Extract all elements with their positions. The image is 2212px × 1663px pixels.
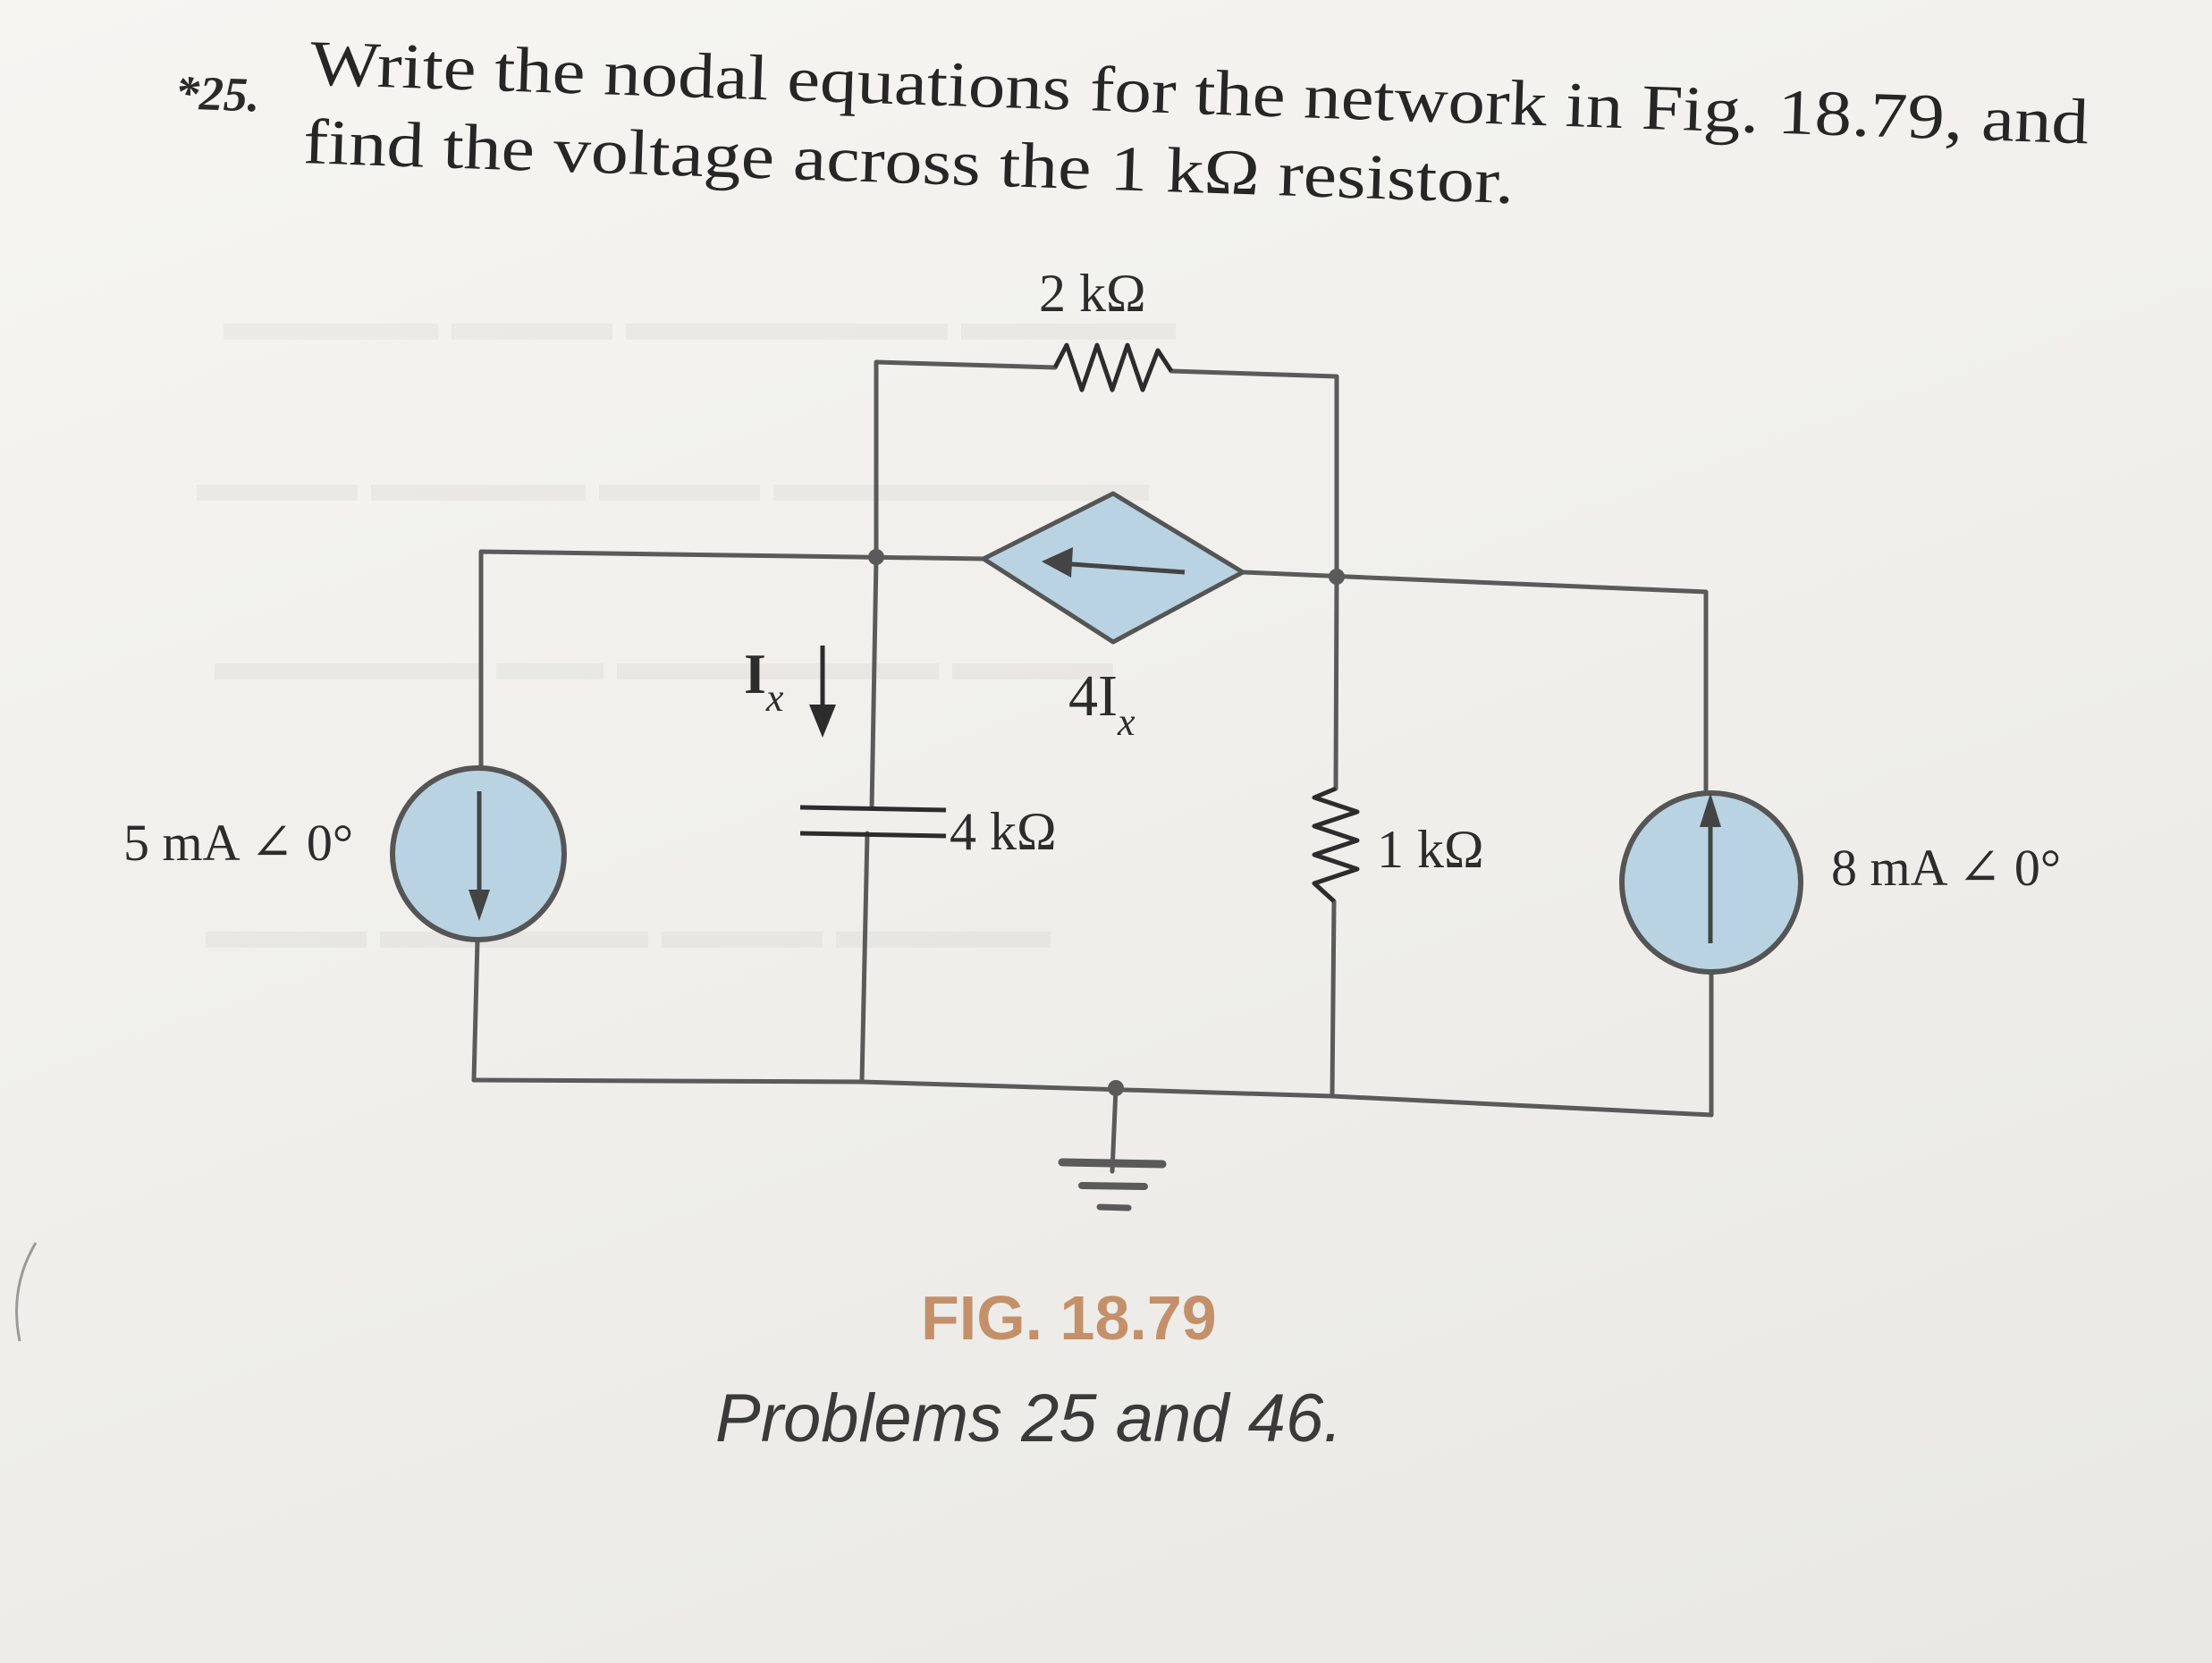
left-source-label: 5 mA ∠ 0° [123, 814, 353, 872]
svg-text:▬▬▬▬▬ ▬▬ ▬▬▬▬▬▬ ▬▬▬: ▬▬▬▬▬ ▬▬ ▬▬▬▬▬▬ ▬▬▬ [215, 632, 1113, 691]
ground-bar-1 [1058, 1158, 1167, 1169]
arrow-down-icon [809, 705, 836, 738]
branch-current-label: Ix [744, 642, 784, 720]
circuit-diagram: 2 kΩ 4Ix Ix 4 kΩ 1 kΩ 5 mA ∠ 0° [123, 264, 2061, 1211]
wire-cap-top [869, 556, 879, 811]
wire-top-rail-right [1240, 570, 1709, 863]
dependent-source-arrow-shaft [1059, 561, 1186, 575]
wire-top-loop-right [1169, 368, 1339, 579]
capacitor-symbol [799, 805, 947, 839]
page-edge-mark [15, 1242, 38, 1342]
problem-statement: *25. Write the nodal equations for the n… [174, 27, 2090, 217]
resistor-2k-symbol [1052, 342, 1174, 393]
caption-text: Problems 25 and 46. [715, 1380, 1342, 1456]
wire-bottom-rail [471, 1077, 1714, 1118]
wire-r1k-bottom [1330, 899, 1337, 1099]
junction-dot [1329, 569, 1345, 585]
ground-bar-3 [1096, 1203, 1132, 1211]
svg-text:▬▬▬ ▬▬▬▬▬ ▬▬▬ ▬▬▬▬: ▬▬▬ ▬▬▬▬▬ ▬▬▬ ▬▬▬▬ [206, 900, 1051, 959]
problem-number: *25. [174, 65, 260, 122]
wire-ground-lead [1110, 1085, 1119, 1174]
wire-cap-bottom [859, 831, 870, 1085]
resistor-1k-symbol [1312, 786, 1360, 903]
ground-icon [1058, 1158, 1167, 1211]
branch-current-subscript: x [765, 676, 784, 720]
branch-current-symbol: I [744, 642, 766, 705]
dependent-source-label: 4Ix [1068, 663, 1136, 744]
wire-top-loop-left [874, 359, 1058, 557]
dependent-source-arrow-left-icon [1042, 547, 1073, 578]
dependent-current-source [981, 491, 1245, 645]
capacitor-plate-bottom [799, 831, 947, 839]
wire-top-rail-left [478, 549, 986, 857]
resistor-1k-label: 1 kΩ [1377, 820, 1484, 879]
svg-text:▬▬▬ ▬▬▬▬ ▬▬▬ ▬▬▬▬▬▬▬: ▬▬▬ ▬▬▬▬ ▬▬▬ ▬▬▬▬▬▬▬ [197, 453, 1149, 512]
right-source-label: 8 mA ∠ 0° [1831, 839, 2061, 897]
capacitor-label: 4 kΩ [950, 802, 1057, 861]
right-current-source [1619, 790, 1803, 975]
arrow-up-icon [1700, 793, 1721, 827]
caption-figure-number: FIG. 18.79 [921, 1283, 1217, 1353]
capacitor-plate-top [799, 805, 947, 813]
wire-r1k-top [1333, 574, 1339, 791]
junction-dot [868, 549, 884, 565]
dependent-source-coefficient: 4I [1068, 663, 1118, 729]
junction-dot [1108, 1080, 1124, 1096]
svg-text:▬▬▬▬ ▬▬▬ ▬▬▬▬▬▬ ▬▬▬▬: ▬▬▬▬ ▬▬▬ ▬▬▬▬▬▬ ▬▬▬▬ [224, 292, 1176, 351]
arrow-down-icon [469, 890, 490, 921]
dependent-source-subscript: x [1117, 700, 1136, 744]
left-current-source [390, 765, 567, 942]
figure-caption: FIG. 18.79 Problems 25 and 46. [715, 1283, 1342, 1456]
resistor-2k-label: 2 kΩ [1039, 264, 1146, 323]
junction-dots [868, 549, 1345, 1096]
bleed-through-texture: ▬▬▬▬ ▬▬▬ ▬▬▬▬▬▬ ▬▬▬▬ ▬▬▬ ▬▬▬▬ ▬▬▬ ▬▬▬▬▬▬… [197, 292, 1176, 959]
